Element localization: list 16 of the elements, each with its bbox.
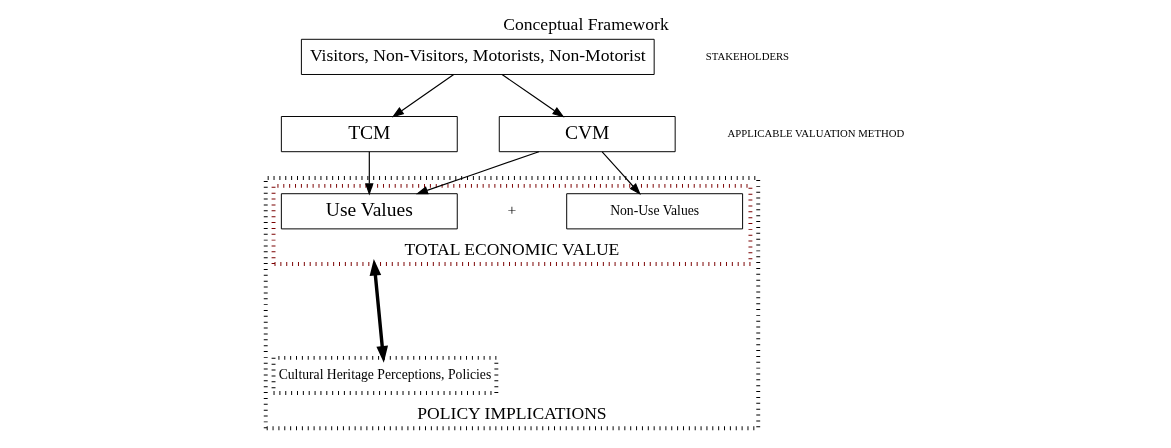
label: STAKEHOLDERS <box>705 49 789 62</box>
node-box: Cultural Heritage Perceptions, Policies <box>271 355 498 395</box>
label: + <box>507 201 516 219</box>
label: APPLICABLE VALUATION METHOD <box>727 126 904 139</box>
node-box: Visitors, Non-Visitors, Motorists, Non-Motorist <box>300 38 655 75</box>
node-box: Use Values <box>280 193 458 230</box>
arrow <box>391 74 454 118</box>
arrow <box>415 151 539 195</box>
arrow <box>501 74 564 118</box>
arrow <box>364 151 374 196</box>
node-box: TCM <box>280 116 458 153</box>
node-box: Non-Use Values <box>565 193 743 230</box>
arrow <box>369 258 388 363</box>
arrow <box>601 151 641 195</box>
node-box: CVM <box>498 116 676 153</box>
diagram-title: Conceptual Framework <box>502 13 669 34</box>
